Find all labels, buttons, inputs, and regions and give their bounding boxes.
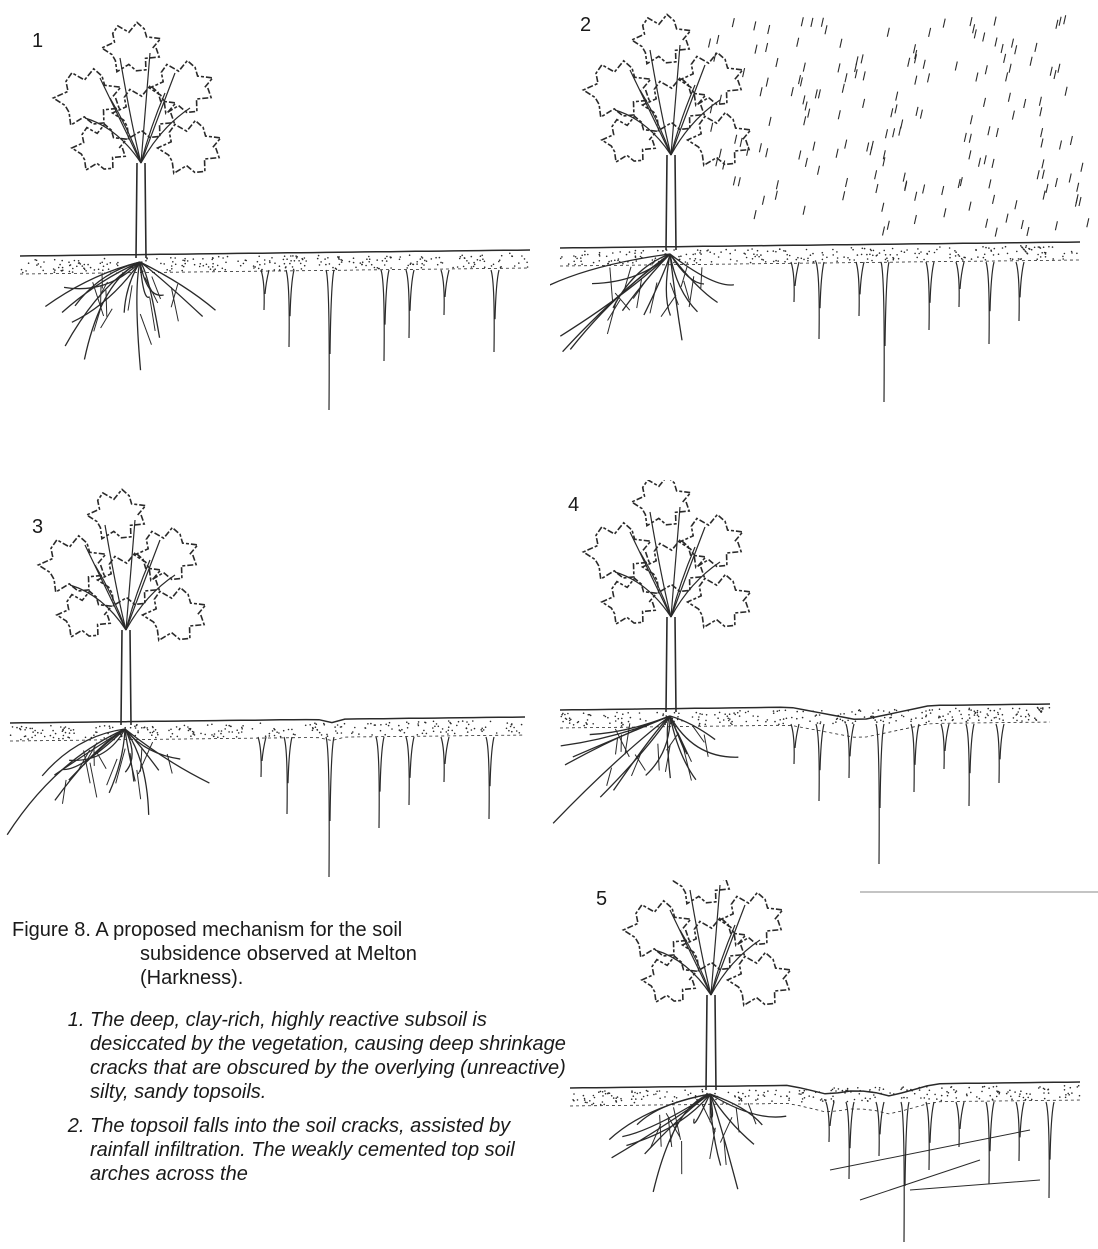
diagram-panel-2: 2 xyxy=(550,0,1098,420)
mechanism-step-1: The deep, clay-rich, highly reactive sub… xyxy=(90,1008,572,1104)
panel-number: 4 xyxy=(568,494,579,517)
diagram-panel-5: 5 xyxy=(560,880,1098,1249)
figure-title-line-1: A proposed mechanism for the soil xyxy=(95,919,402,941)
panel-illustration xyxy=(560,880,1098,1249)
diagram-panel-4: 4 xyxy=(550,480,1098,890)
panel-illustration xyxy=(0,480,545,890)
panel-number: 5 xyxy=(596,888,607,911)
panel-number: 2 xyxy=(580,14,591,37)
figure-caption: Figure 8. A proposed mechanism for the s… xyxy=(12,918,572,1196)
mechanism-step-2: The topsoil falls into the soil cracks, … xyxy=(90,1114,572,1186)
panel-illustration xyxy=(550,480,1098,890)
figure-label: Figure 8. xyxy=(12,919,91,941)
figure-title: Figure 8. A proposed mechanism for the s… xyxy=(12,918,572,990)
mechanism-steps: The deep, clay-rich, highly reactive sub… xyxy=(12,1008,572,1186)
panel-illustration xyxy=(0,0,545,420)
figure-title-line-2: subsidence observed at Melton xyxy=(12,942,572,966)
diagram-panel-3: 3 xyxy=(0,480,545,890)
figure-title-line-3: (Harkness). xyxy=(12,966,572,990)
panel-number: 1 xyxy=(32,30,43,53)
panel-illustration xyxy=(550,0,1098,420)
diagram-panel-1: 1 xyxy=(0,0,545,420)
panel-number: 3 xyxy=(32,516,43,539)
